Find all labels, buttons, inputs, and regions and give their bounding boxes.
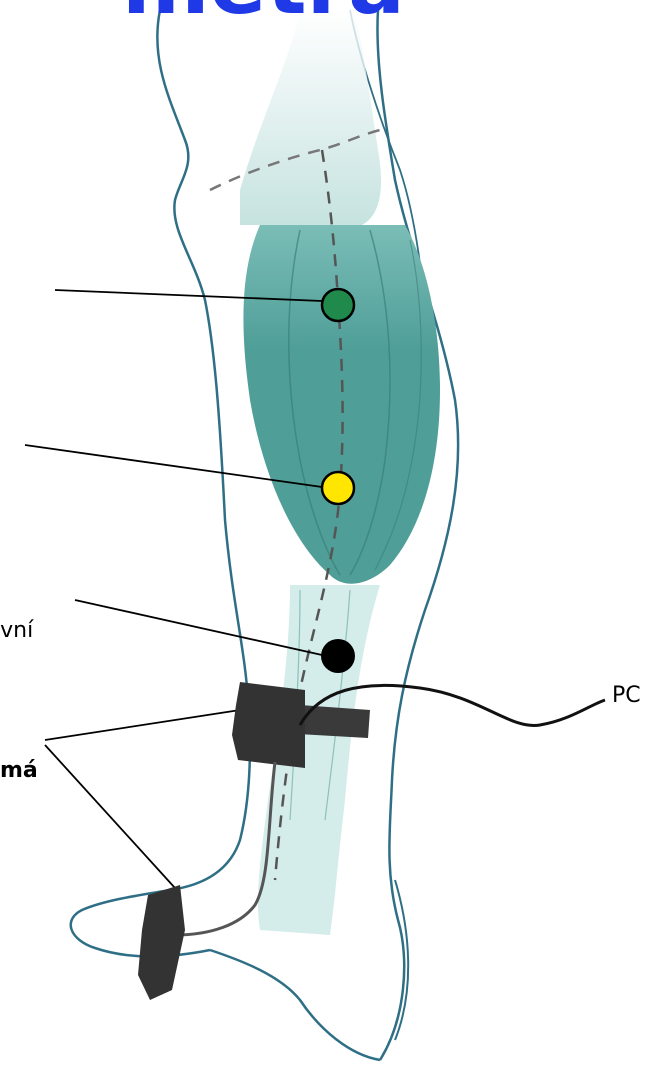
leg-outline-left [71, 10, 250, 957]
black-electrode-icon [321, 639, 355, 673]
ground-label: má [0, 760, 38, 782]
foot-outline [210, 950, 380, 1060]
leader-line-strap [45, 710, 240, 740]
pc-label: PC [612, 685, 641, 707]
leader-line-black [75, 600, 322, 655]
calf-upper-fill [240, 10, 381, 225]
page-title: mětra [122, 0, 405, 26]
electrode-label-reference: ivní [0, 620, 33, 642]
foot-strap [138, 885, 185, 1000]
green-electrode-icon [322, 289, 354, 321]
leader-line-foot-strap [45, 745, 175, 888]
calf-strap-band [298, 705, 370, 738]
calf-strap-box [232, 682, 305, 768]
yellow-electrode-icon [322, 472, 354, 504]
